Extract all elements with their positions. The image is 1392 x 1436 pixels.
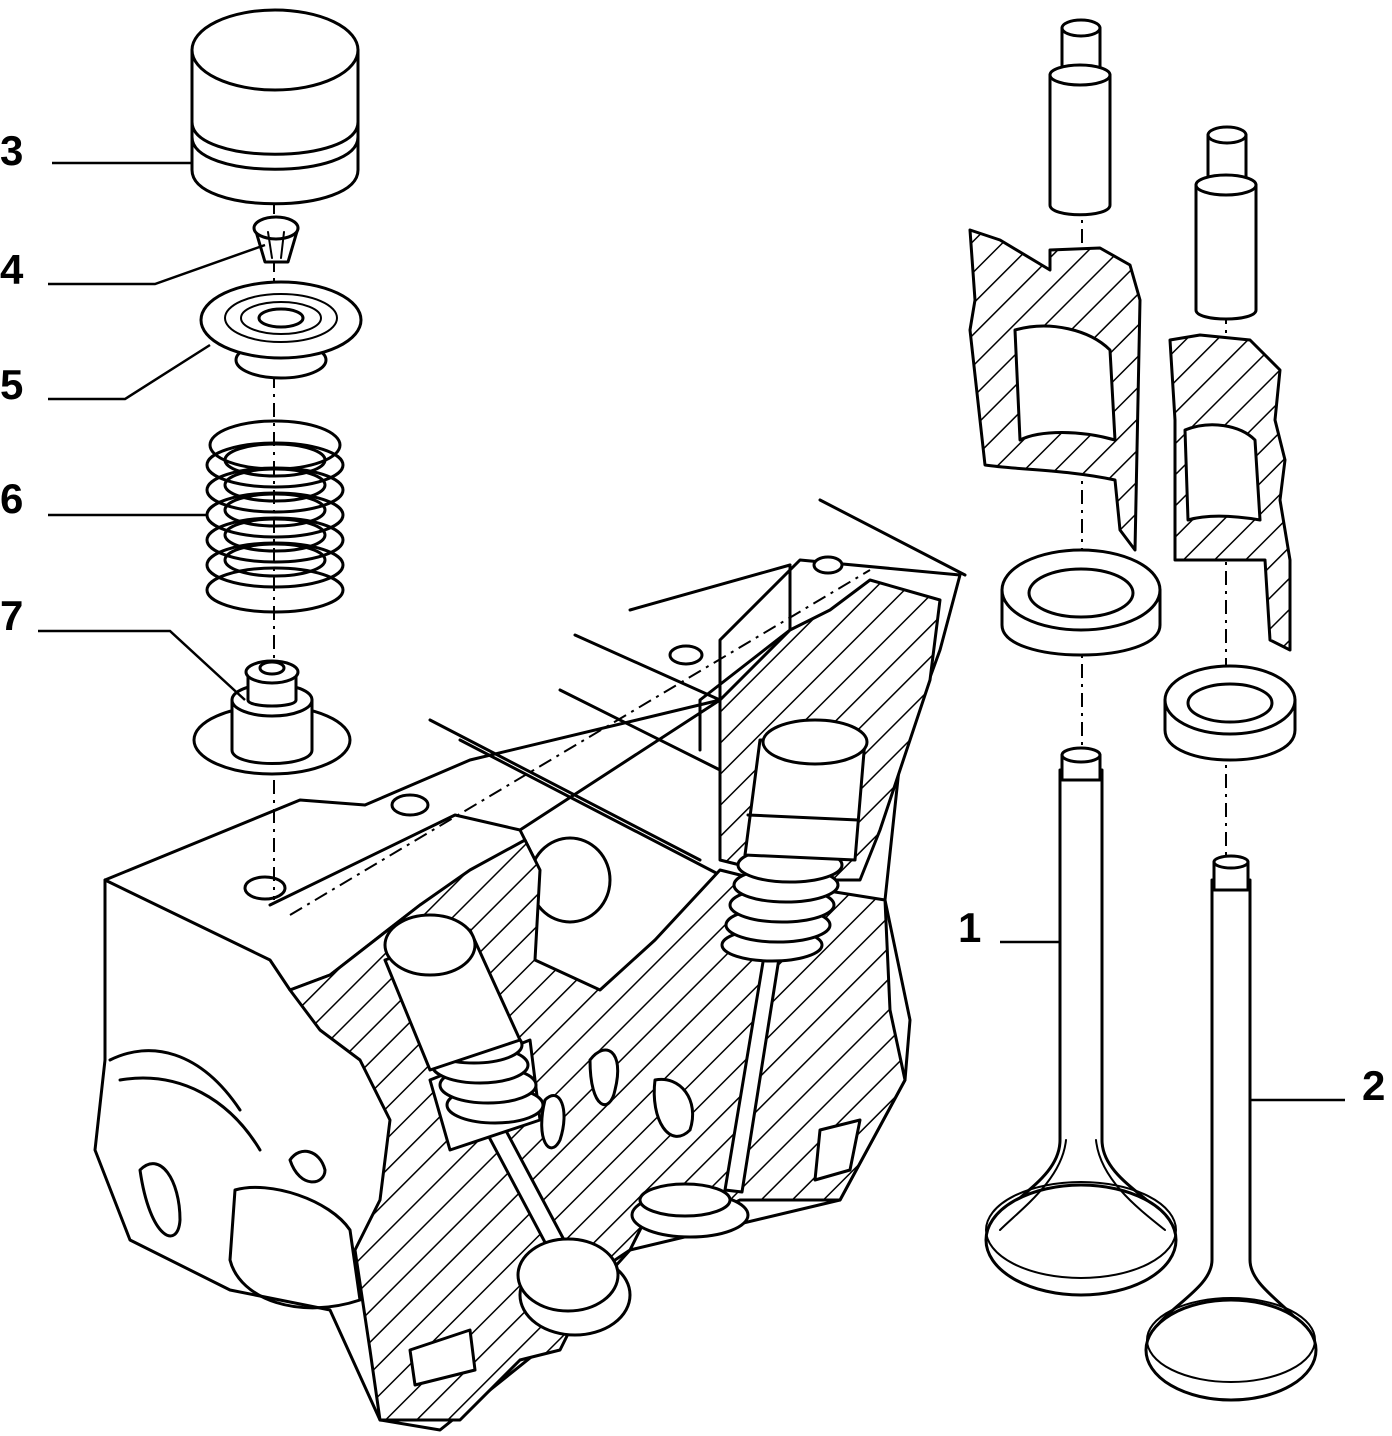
valve-spring — [205, 419, 345, 614]
valve-seat-intake — [1163, 664, 1297, 762]
callout-1: 1 — [958, 904, 981, 951]
valve-seat-exhaust — [1000, 548, 1162, 657]
callout-numbers: 3 4 5 6 7 1 2 — [0, 127, 1385, 1109]
valve-cotters — [252, 215, 300, 264]
installed-valve-right — [630, 718, 869, 1239]
upper-spring-cap — [199, 280, 363, 380]
callout-3: 3 — [0, 127, 23, 174]
callout-leaders — [38, 161, 1345, 1102]
exploded-stack — [190, 8, 363, 900]
valve-guides-seats — [968, 18, 1318, 1402]
callout-6: 6 — [0, 475, 23, 522]
lower-cap-stem-seal — [192, 659, 352, 776]
valve-intake — [1144, 854, 1318, 1402]
callout-2: 2 — [1362, 1062, 1385, 1109]
callout-5: 5 — [0, 361, 23, 408]
cylinder-head — [93, 498, 967, 1432]
installed-valve-left — [383, 913, 632, 1337]
valve-guide-intake — [1194, 125, 1258, 321]
valve-guide-exhaust — [1048, 18, 1112, 217]
callout-4: 4 — [0, 246, 24, 293]
callout-7: 7 — [0, 592, 23, 639]
valve-exhaust — [984, 746, 1178, 1297]
hydraulic-tappet — [190, 8, 360, 206]
